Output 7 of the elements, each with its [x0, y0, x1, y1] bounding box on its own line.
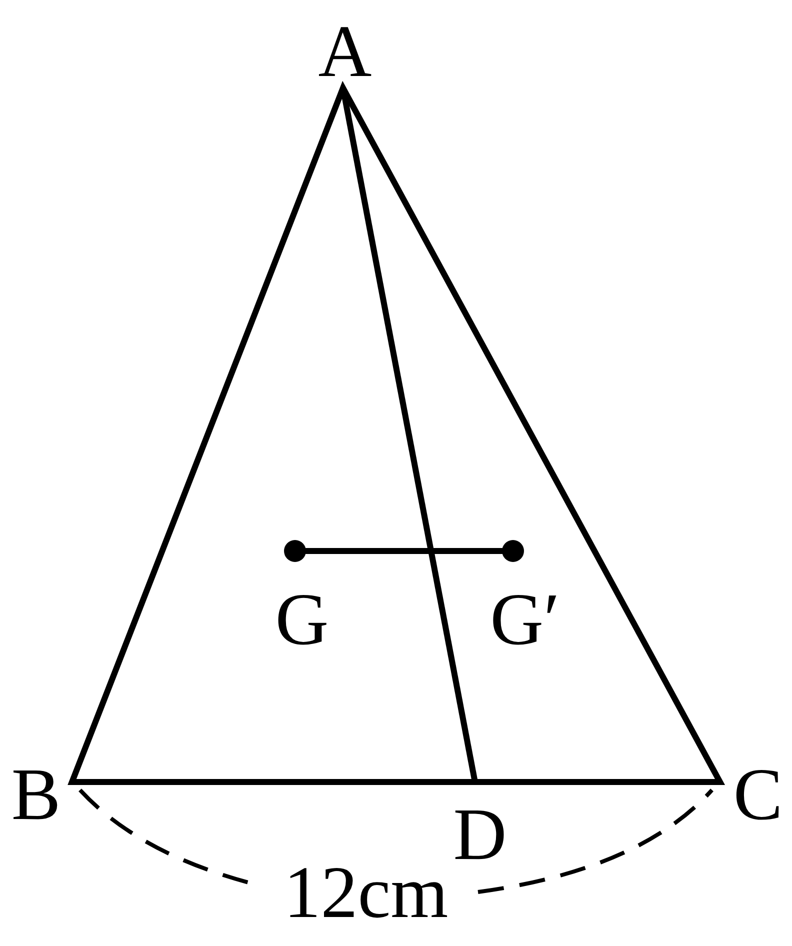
point-label: C [733, 758, 783, 832]
point-label: G [275, 583, 329, 657]
dimension-label: 12cm [284, 856, 448, 930]
point-label: D [453, 798, 507, 872]
point-label: G′ [490, 583, 560, 657]
point-label: B [11, 758, 61, 832]
point-label: A [318, 15, 372, 89]
